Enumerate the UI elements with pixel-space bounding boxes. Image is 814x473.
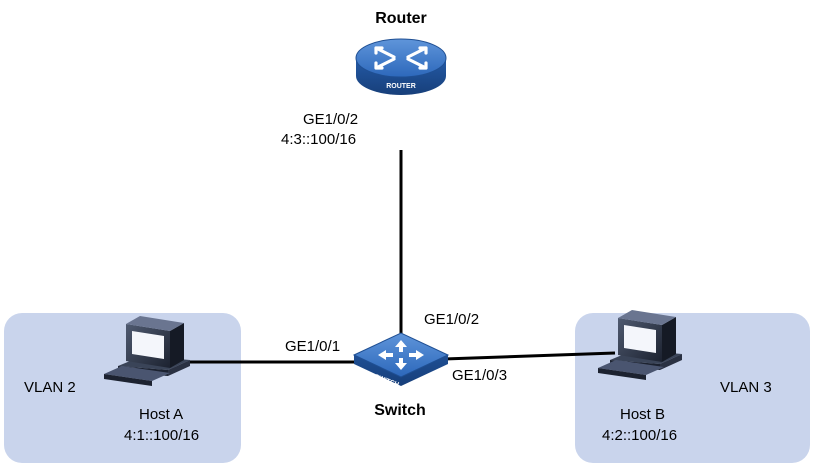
host-a-address-label: 4:1::100/16 [124,427,200,444]
link-switch-host-b [443,351,616,361]
router-address-label: 4:3::100/16 [281,131,357,148]
router-name-label: Router [375,10,427,27]
router-icon-text: ROUTER [386,83,416,90]
host-b-pc-icon[interactable] [598,310,682,380]
switch-port-host-a-label: GE1/0/1 [285,338,341,355]
vlan-2-label: VLAN 2 [24,379,76,396]
router-interface-label: GE1/0/2 [303,111,359,128]
host-a-pc-icon[interactable] [104,316,190,386]
switch-icon[interactable]: SWITCH [352,332,450,389]
host-b-name-label: Host B [620,406,666,423]
switch-name-label: Switch [374,402,426,419]
switch-port-host-b-label: GE1/0/3 [452,367,508,384]
vlan-3-label: VLAN 3 [720,379,772,396]
router-icon[interactable]: ROUTER [355,38,447,95]
host-a-name-label: Host A [139,406,184,423]
switch-port-router-label: GE1/0/2 [424,311,480,328]
host-b-address-label: 4:2::100/16 [602,427,678,444]
